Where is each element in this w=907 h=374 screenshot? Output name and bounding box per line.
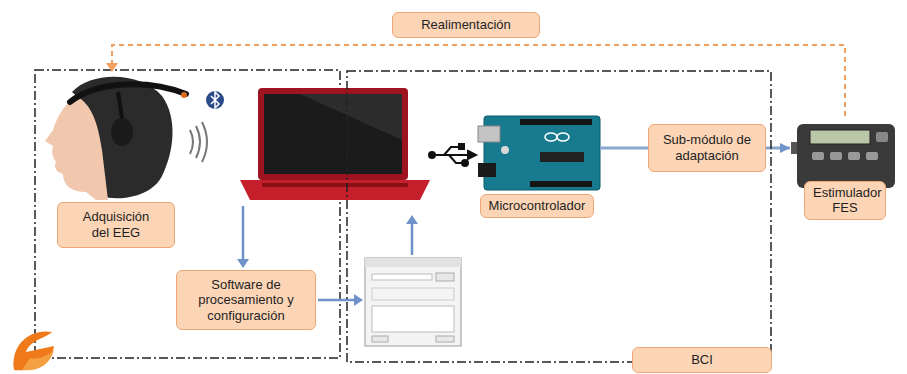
region-label: BCI [632, 347, 772, 373]
feedback-line [112, 45, 845, 116]
process-box: Sub-módulo de adaptación [648, 124, 766, 172]
node-label: Estimulador FES [804, 181, 886, 220]
wireless-waves [190, 122, 207, 162]
arduino-board [478, 116, 600, 190]
laptop [240, 88, 430, 200]
node-label: Microcontrolador [480, 194, 595, 218]
software-window [365, 258, 461, 346]
fes-device [791, 124, 895, 188]
connector [766, 147, 790, 150]
process-box: Software de procesamiento y configuració… [176, 270, 316, 330]
bluetooth-icon [206, 91, 224, 109]
fes-stimulator: Estimulador FES [790, 116, 900, 220]
connector [600, 147, 648, 150]
head-figure [45, 77, 187, 200]
bci-region: BCIMicrocontroladorSub-módulo de adaptac… [346, 70, 772, 363]
usb-symbol [429, 144, 476, 166]
microcontroller-unit: Microcontrolador [474, 108, 600, 218]
node-label: Adquisición del EEG [76, 209, 156, 240]
feedback-arrowhead [106, 63, 118, 72]
node-label: Sub-módulo de adaptación [662, 132, 752, 163]
region-outline [347, 71, 771, 362]
feedback-box: Realimentación [392, 12, 540, 38]
node-label: Realimentación [421, 17, 511, 33]
logo [13, 331, 54, 370]
process-box: Adquisición del EEG [57, 202, 175, 248]
node-label: Software de procesamiento y configuració… [193, 277, 299, 324]
